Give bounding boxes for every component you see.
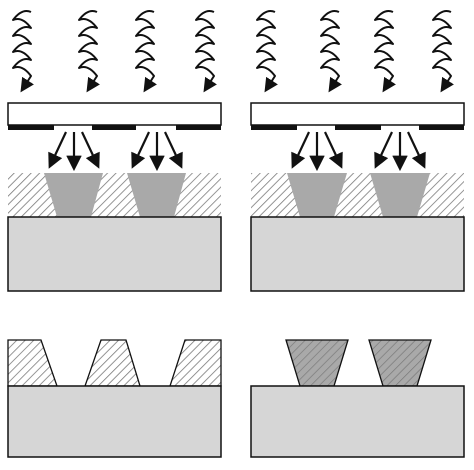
photoresist-layer-exposure [8, 173, 221, 217]
photomask [250, 102, 465, 130]
mask-plate [7, 102, 222, 126]
light-ray-arrow-icon [164, 131, 183, 169]
photoresist-layer-exposure [251, 173, 464, 217]
mask-chrome-segment [8, 125, 54, 130]
uv-light-wave-icon [12, 10, 34, 93]
resist-remaining-feature [84, 339, 141, 387]
exposed-region [44, 173, 103, 217]
resist-remaining-feature [169, 339, 222, 387]
resist-remaining-feature [7, 339, 58, 387]
uv-light-wave-icon [78, 10, 100, 93]
uv-light-wave-icon [256, 10, 278, 93]
substrate [7, 216, 222, 292]
photoresist-layer [8, 173, 221, 217]
uv-light-group [256, 10, 454, 93]
mask-chrome-segment [419, 125, 464, 130]
light-ray-arrow-icon [291, 131, 310, 169]
transmitted-rays-group [48, 131, 183, 172]
light-ray-arrow-icon [131, 131, 150, 169]
exposed-region [370, 173, 430, 217]
light-ray-arrow-icon [81, 131, 100, 169]
resist-remaining-feature [285, 339, 349, 387]
substrate [250, 216, 465, 292]
uv-light-wave-icon [195, 10, 217, 93]
developed-result-negative [250, 339, 465, 458]
light-ray-arrow-icon [48, 131, 67, 169]
uv-light-wave-icon [135, 10, 157, 93]
resist-remaining-feature [368, 339, 432, 387]
exposed-region [287, 173, 347, 217]
uv-light-group [12, 10, 217, 93]
substrate [250, 385, 465, 458]
uv-light-wave-icon [432, 10, 454, 93]
uv-light-wave-icon [320, 10, 342, 93]
photomask [7, 102, 222, 130]
light-ray-arrow-icon [324, 131, 343, 169]
mask-chrome-segment [176, 125, 221, 130]
developed-result-positive [7, 339, 222, 458]
light-ray-arrow-icon [374, 131, 393, 169]
mask-plate [250, 102, 465, 126]
mask-chrome-segment [251, 125, 297, 130]
panel-positive-resist [7, 10, 222, 458]
light-ray-arrow-icon [407, 131, 426, 169]
panel-negative-resist [250, 10, 465, 458]
mask-chrome-segment [92, 125, 136, 130]
transmitted-rays-group [291, 131, 426, 172]
substrate [7, 385, 222, 458]
exposed-region [127, 173, 186, 217]
photoresist-layer [251, 173, 464, 217]
mask-chrome-segment [335, 125, 381, 130]
uv-light-wave-icon [374, 10, 396, 93]
